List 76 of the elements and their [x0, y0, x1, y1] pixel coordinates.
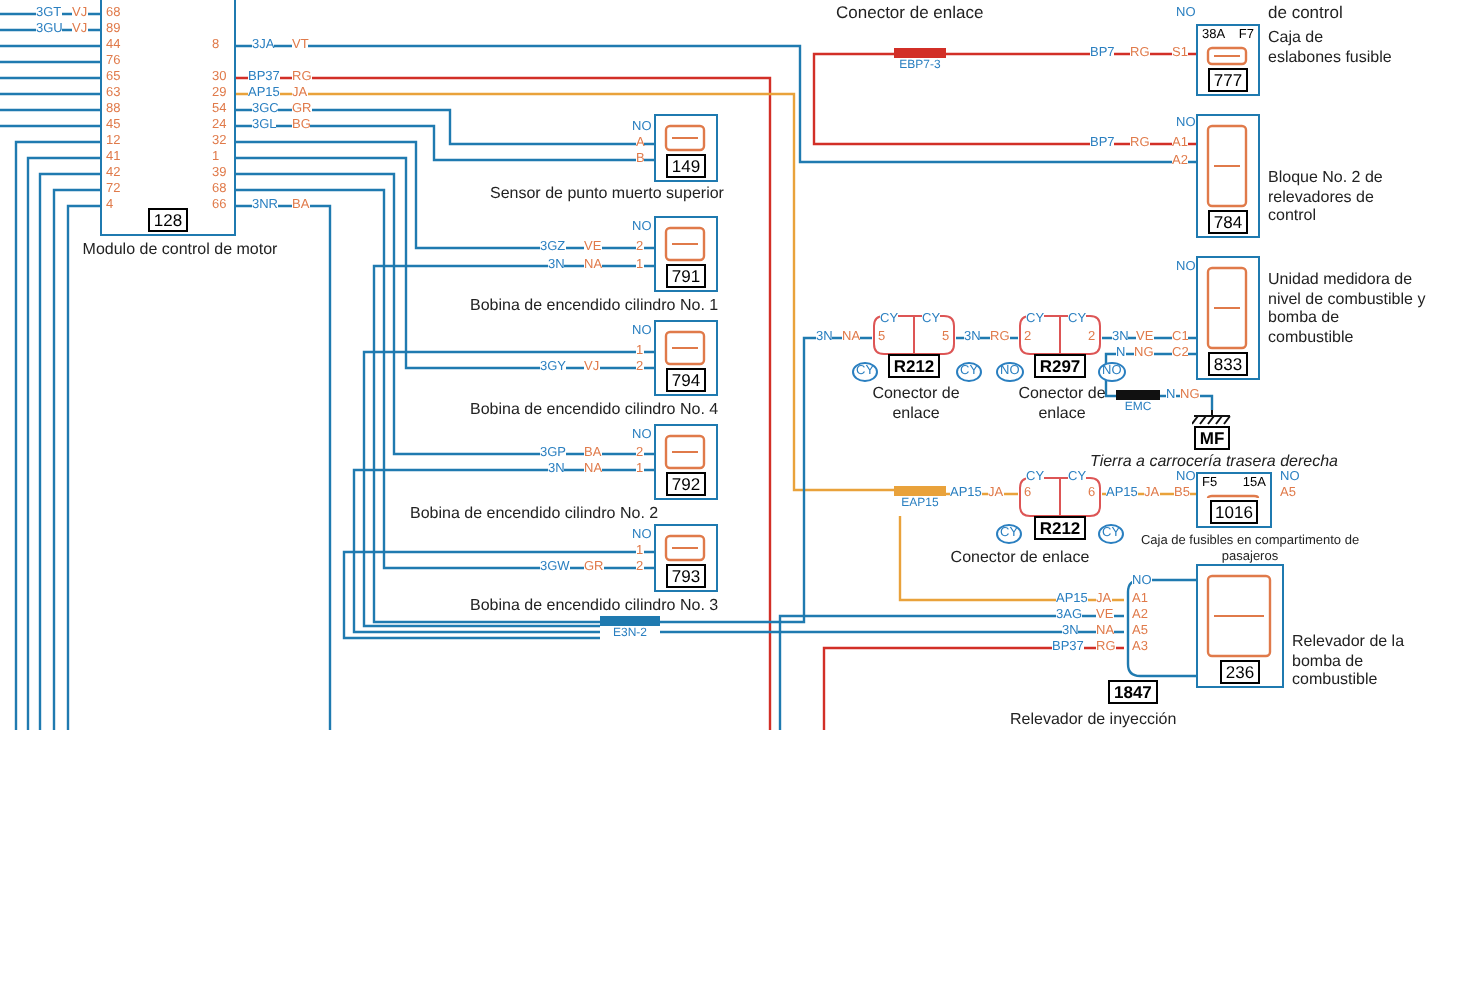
- wire: [898, 516, 1124, 602]
- part-number: 784: [1207, 210, 1249, 234]
- wire: [362, 350, 654, 628]
- component-box: [1196, 564, 1284, 688]
- component-caption: Caja de eslabones fusible: [1268, 28, 1394, 66]
- wire: [0, 60, 100, 64]
- component-box: [1196, 114, 1260, 238]
- wire: [52, 188, 100, 730]
- component-caption: Relevador de inyección: [1010, 710, 1179, 729]
- wire: [946, 52, 1196, 56]
- wire: [236, 92, 894, 492]
- wire: [822, 646, 1124, 730]
- wire: [236, 156, 654, 370]
- wire: [0, 44, 100, 48]
- component-box: [1196, 256, 1260, 380]
- wire: [0, 108, 100, 112]
- component-caption: Tierra a carrocería trasera derecha: [1090, 452, 1340, 471]
- part-number: 149: [665, 154, 707, 178]
- component-box: [1196, 472, 1272, 528]
- component-box: [654, 320, 718, 396]
- component-caption: Bobina de encendido cilindro No. 1: [470, 296, 721, 315]
- part-number: MF: [1193, 426, 1231, 450]
- wire: [342, 550, 654, 640]
- part-number: 1016: [1209, 500, 1259, 524]
- wire: [660, 336, 872, 624]
- part-number: 794: [665, 368, 707, 392]
- wire: [26, 156, 100, 730]
- wire: [660, 630, 1124, 634]
- component-box: [654, 216, 718, 292]
- wire: [372, 264, 654, 624]
- component-caption: Conector de enlace: [870, 384, 962, 422]
- component-box: [1196, 24, 1260, 96]
- component-caption: Bobina de encendido cilindro No. 4: [470, 400, 721, 419]
- wire: [778, 614, 1124, 730]
- part-number: 792: [665, 472, 707, 496]
- wire: [0, 92, 100, 96]
- wire: [236, 124, 654, 162]
- wire: [236, 108, 654, 146]
- part-number: 128: [147, 208, 189, 232]
- wire: [812, 52, 1196, 146]
- part-number: R297: [1033, 354, 1087, 378]
- wire: [236, 204, 332, 730]
- component-box: [654, 524, 718, 592]
- part-number: R212: [1033, 516, 1087, 540]
- component-caption: Conector de enlace: [1016, 384, 1108, 422]
- component-caption: Modulo de control de motor: [80, 240, 280, 259]
- wire: [14, 140, 100, 730]
- part-number: 833: [1207, 352, 1249, 376]
- component-caption: Bobina de encendido cilindro No. 3: [470, 596, 721, 615]
- part-number: 236: [1219, 660, 1261, 684]
- wire: [352, 468, 654, 634]
- wire: [236, 172, 654, 456]
- component-caption: Sensor de punto muerto superior: [490, 184, 726, 203]
- wire: [0, 76, 100, 80]
- wire: [66, 204, 100, 730]
- component-caption: Conector de enlace: [948, 548, 1092, 567]
- wire: [236, 76, 772, 730]
- component-box: [654, 424, 718, 500]
- component-box: [654, 114, 718, 182]
- control-module-box: [100, 0, 236, 236]
- component-caption: Bloque No. 2 de relevadores de control: [1268, 168, 1385, 225]
- component-caption: Unidad medidora de nivel de combustible y bomba de combustible: [1268, 270, 1428, 346]
- part-number: 777: [1207, 68, 1249, 92]
- part-number: R212: [887, 354, 941, 378]
- component-caption: de control: [1268, 2, 1343, 22]
- component-caption: Relevador de la bomba de combustible: [1292, 632, 1407, 689]
- wire: [0, 124, 100, 128]
- wire: [236, 140, 654, 250]
- part-number: 1847: [1108, 680, 1158, 704]
- wire: [38, 172, 100, 730]
- wire: [236, 188, 654, 570]
- part-number: 791: [665, 264, 707, 288]
- part-number: 793: [665, 564, 707, 588]
- wire: [236, 44, 1196, 164]
- component-caption: Conector de enlace: [836, 2, 984, 22]
- component-caption: Bobina de encendido cilindro No. 2: [410, 504, 660, 523]
